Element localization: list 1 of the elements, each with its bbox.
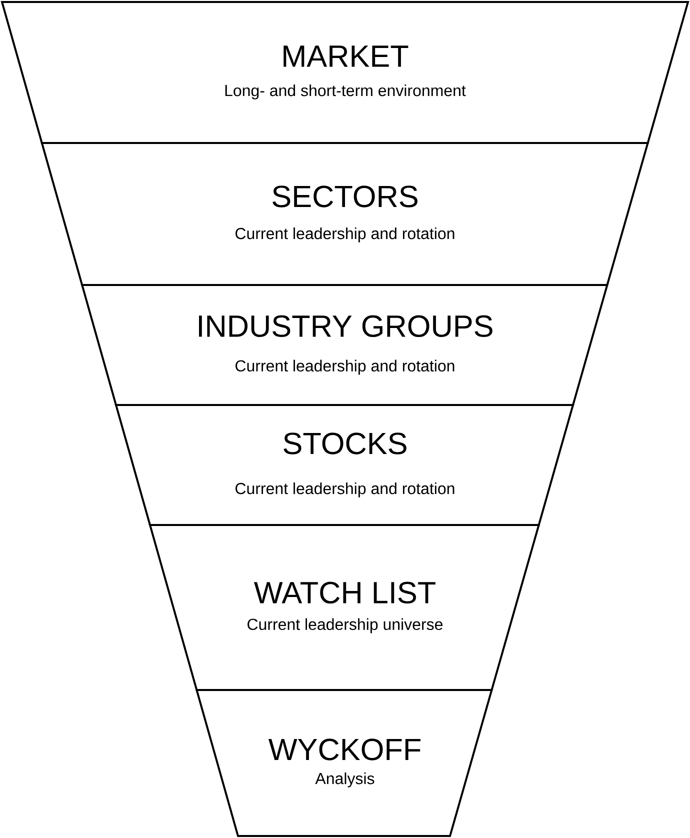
funnel-band: SECTORS Current leadership and rotation: [40, 142, 650, 286]
